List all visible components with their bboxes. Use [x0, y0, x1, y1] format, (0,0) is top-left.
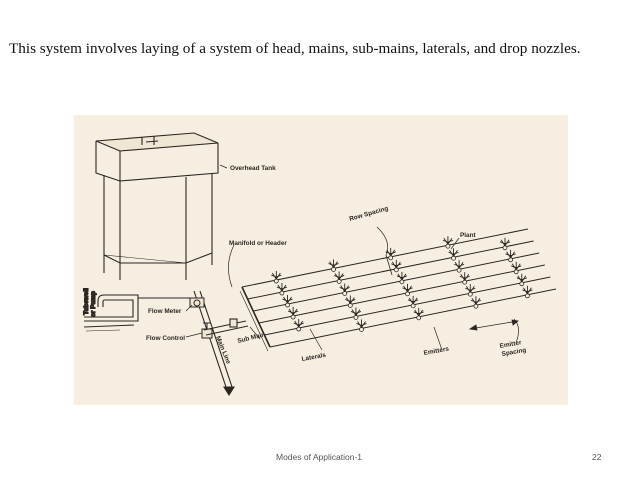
plant-icon: [448, 248, 459, 257]
emitter: [519, 281, 525, 287]
plant-icon: [328, 259, 339, 268]
row-spacing-arrow: [385, 254, 393, 276]
plant-icon: [385, 247, 396, 257]
pump-label-line-2: or Pump: [90, 291, 97, 317]
emitter: [393, 267, 399, 273]
plant-icon: [356, 319, 367, 328]
drip-irrigation-diagram: Tubewell or Pump: [82, 132, 557, 397]
lateral-pipe: [269, 288, 557, 348]
emitter: [359, 327, 364, 332]
emitter: [445, 243, 451, 249]
label-leaders: [185, 164, 519, 351]
emitter: [473, 303, 479, 309]
emitter: [524, 293, 530, 299]
manifold-pipe: [241, 286, 271, 348]
emitter: [416, 315, 422, 321]
drip-irrigation-figure: Tubewell or Pump: [74, 115, 568, 405]
emitter: [290, 314, 296, 320]
flow-control-valve: [201, 322, 213, 339]
page-number: 22: [592, 452, 602, 462]
plant-icon: [402, 283, 413, 293]
plant-icon: [282, 295, 293, 304]
emitter: [508, 257, 514, 263]
emitter: [296, 326, 302, 332]
plant-icon: [276, 283, 288, 292]
intro-paragraph: This system involves laying of a system …: [9, 40, 581, 57]
plant-icon: [350, 307, 362, 316]
plant-label: Plant: [460, 232, 476, 239]
emitter: [405, 291, 410, 297]
lateral-pipe: [264, 276, 551, 336]
plant-icon: [391, 259, 402, 269]
emitter: [462, 279, 468, 285]
emitter: [273, 278, 279, 284]
plant-icon: [505, 249, 516, 259]
plant-icon: [470, 296, 482, 305]
plant-icon: [333, 271, 345, 280]
emitter: [513, 269, 519, 275]
plant-icon: [407, 295, 419, 305]
plant-icon: [511, 261, 522, 271]
lateral-pipe: [258, 264, 545, 324]
emitter: [342, 291, 348, 296]
sub-main-pipe: [203, 318, 249, 336]
plant-icon: [499, 237, 511, 247]
plant-icon: [465, 284, 476, 293]
emitter: [451, 255, 456, 261]
lateral-pipe: [253, 252, 540, 312]
emitter: [410, 303, 416, 309]
emitter: [502, 245, 508, 251]
emitter: [467, 291, 473, 297]
overhead-tank: [95, 132, 219, 280]
emitter: [399, 279, 405, 285]
plant-icon: [345, 295, 356, 304]
emitter: [331, 267, 336, 272]
flow-meter-label: Flow Meter: [148, 308, 182, 315]
plant-icon: [453, 260, 465, 269]
lateral-pipe: [241, 228, 529, 288]
emitter: [285, 302, 290, 308]
emitter-spacing-label-line-2: Spacing: [501, 347, 527, 358]
emitter: [347, 303, 353, 308]
emitter: [279, 290, 285, 296]
emitter-spacing-label-line-1: Emitter: [499, 339, 522, 350]
tubewell-pump: Tubewell or Pump: [82, 287, 139, 332]
manifold-label: Manifold or Header: [229, 240, 287, 247]
manifold-pipe-edge: [239, 290, 269, 352]
emitter-spacing-dimension: [468, 319, 519, 331]
plant-icon: [442, 236, 454, 245]
plant-icon: [522, 285, 533, 295]
row-spacing-label: Row Spacing: [349, 205, 390, 223]
footer-title: Modes of Application-1: [276, 452, 362, 462]
plant-icon: [516, 273, 527, 283]
emitter: [456, 267, 462, 273]
emitter: [336, 279, 342, 284]
plant-icon: [339, 283, 350, 292]
emitter: [353, 315, 359, 320]
plant-icon: [396, 271, 408, 281]
plant-icon: [293, 319, 304, 328]
emitter: [388, 255, 394, 261]
plant-icon: [413, 307, 424, 317]
plant-icon: [271, 271, 282, 280]
plant-icon: [459, 272, 470, 281]
flow-control-label: Flow Control: [146, 335, 185, 342]
laterals-label: Laterals: [301, 352, 327, 363]
flow-meter: [189, 297, 205, 308]
plant-icon: [287, 307, 299, 316]
sub-main-label: Sub Main: [237, 331, 266, 345]
overhead-tank-label: Overhead Tank: [230, 165, 276, 172]
lateral-field: [239, 228, 557, 352]
pump-label-line-1: Tubewell: [83, 288, 90, 315]
emitters-label: Emitters: [423, 346, 450, 357]
